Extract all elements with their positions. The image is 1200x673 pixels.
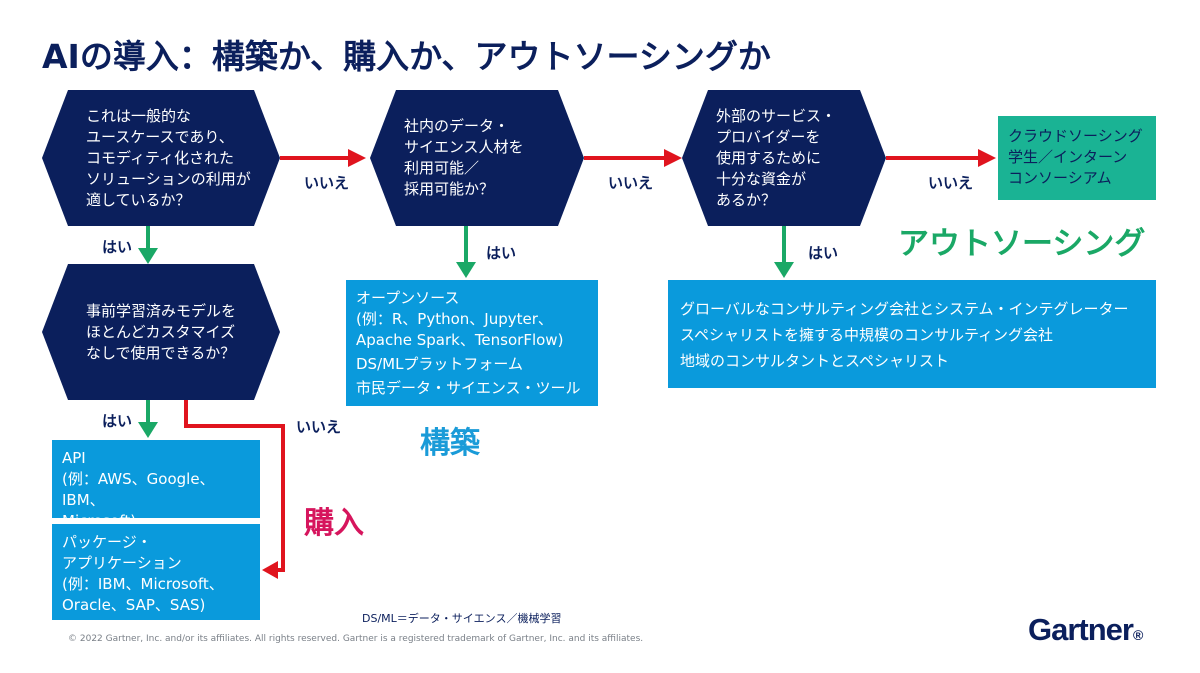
- no-label-4: いいえ: [296, 418, 342, 436]
- no-label-3: いいえ: [928, 174, 974, 192]
- package-box-line: (例：IBM、Microsoft、: [62, 575, 224, 593]
- no-arrow-2: [584, 149, 682, 167]
- registered-mark: ®: [1132, 627, 1143, 643]
- no-arrow-4: [184, 400, 285, 579]
- api-box: API (例：AWS、Google、IBM、 Microsoft): [52, 440, 260, 530]
- yes-arrow-1: [138, 226, 158, 264]
- api-box-line: (例：AWS、Google、IBM、: [62, 470, 215, 509]
- package-box-line: アプリケーション: [62, 554, 182, 572]
- question-3-text: 外部のサービス・ プロバイダーを 使用するために 十分な資金が あるか？: [716, 106, 837, 209]
- consulting-box-line: スペシャリストを擁する中規模のコンサルティング会社: [680, 326, 1054, 344]
- build-category-label: 構築: [420, 426, 480, 461]
- question-4-text: 事前学習済みモデルを ほとんどカスタマイズ なしで使用できるか？: [86, 301, 237, 362]
- consulting-box: グローバルなコンサルティング会社とシステム・インテグレーター スペシャリストを擁…: [668, 280, 1156, 388]
- crowdsourcing-box: クラウドソーシング 学生／インターン コンソーシアム: [998, 116, 1156, 200]
- no-arrow-1: [280, 149, 366, 167]
- yes-label-3: はい: [808, 244, 839, 262]
- no-arrow-3: [886, 149, 996, 167]
- opensource-box-line: 市民データ・サイエンス・ツール: [356, 379, 581, 397]
- question-hexagon-4: [42, 264, 280, 400]
- package-box-line: パッケージ・: [62, 533, 152, 551]
- crowd-box-line: クラウドソーシング: [1008, 127, 1143, 145]
- no-label-1: いいえ: [304, 174, 350, 192]
- question-2-text: 社内のデータ・ サイエンス人材を 利用可能／ 採用可能か？: [404, 117, 524, 198]
- yes-label-2: はい: [486, 244, 517, 262]
- question-hexagon-2: [370, 90, 584, 226]
- copyright-text: © 2022 Gartner, Inc. and/or its affiliat…: [68, 634, 644, 644]
- buy-category-label: 購入: [304, 506, 364, 541]
- package-box-line: Oracle、SAP、SAS): [62, 596, 206, 614]
- crowd-box-line: コンソーシアム: [1008, 169, 1112, 187]
- footnote: DS/ML＝データ・サイエンス／機械学習: [362, 612, 562, 625]
- yes-arrow-2: [456, 226, 476, 278]
- crowd-box-line: 学生／インターン: [1008, 148, 1128, 166]
- opensource-box-line: オープンソース: [356, 289, 460, 307]
- package-box: パッケージ・ アプリケーション (例：IBM、Microsoft、 Oracle…: [52, 524, 260, 620]
- api-box-line: API: [62, 449, 86, 467]
- opensource-box: オープンソース (例：R、Python、Jupyter、 Apache Spar…: [346, 280, 598, 406]
- opensource-box-line: (例：R、Python、Jupyter、: [356, 310, 553, 328]
- page-title: AIの導入：構築か、購入か、アウトソーシングか: [42, 37, 771, 76]
- gartner-logo-text: Gartner: [1028, 612, 1134, 647]
- consulting-box-line: グローバルなコンサルティング会社とシステム・インテグレーター: [680, 300, 1129, 318]
- gartner-logo: Gartner®: [1028, 612, 1143, 648]
- opensource-box-line: Apache Spark、TensorFlow): [356, 331, 564, 349]
- outsource-category-label: アウトソーシング: [898, 226, 1146, 262]
- consulting-box-line: 地域のコンサルタントとスペシャリスト: [680, 352, 949, 370]
- no-label-2: いいえ: [608, 174, 654, 192]
- opensource-box-line: DS/MLプラットフォーム: [356, 355, 523, 373]
- yes-label-4: はい: [102, 412, 133, 430]
- yes-arrow-4: [138, 400, 158, 438]
- question-1-text: これは一般的な ユースケースであり、 コモディティ化された ソリューションの利用…: [86, 106, 251, 209]
- yes-label-1: はい: [102, 238, 133, 256]
- yes-arrow-3: [774, 226, 794, 278]
- question-hexagon-1: [42, 90, 280, 226]
- question-hexagon-3: [682, 90, 886, 226]
